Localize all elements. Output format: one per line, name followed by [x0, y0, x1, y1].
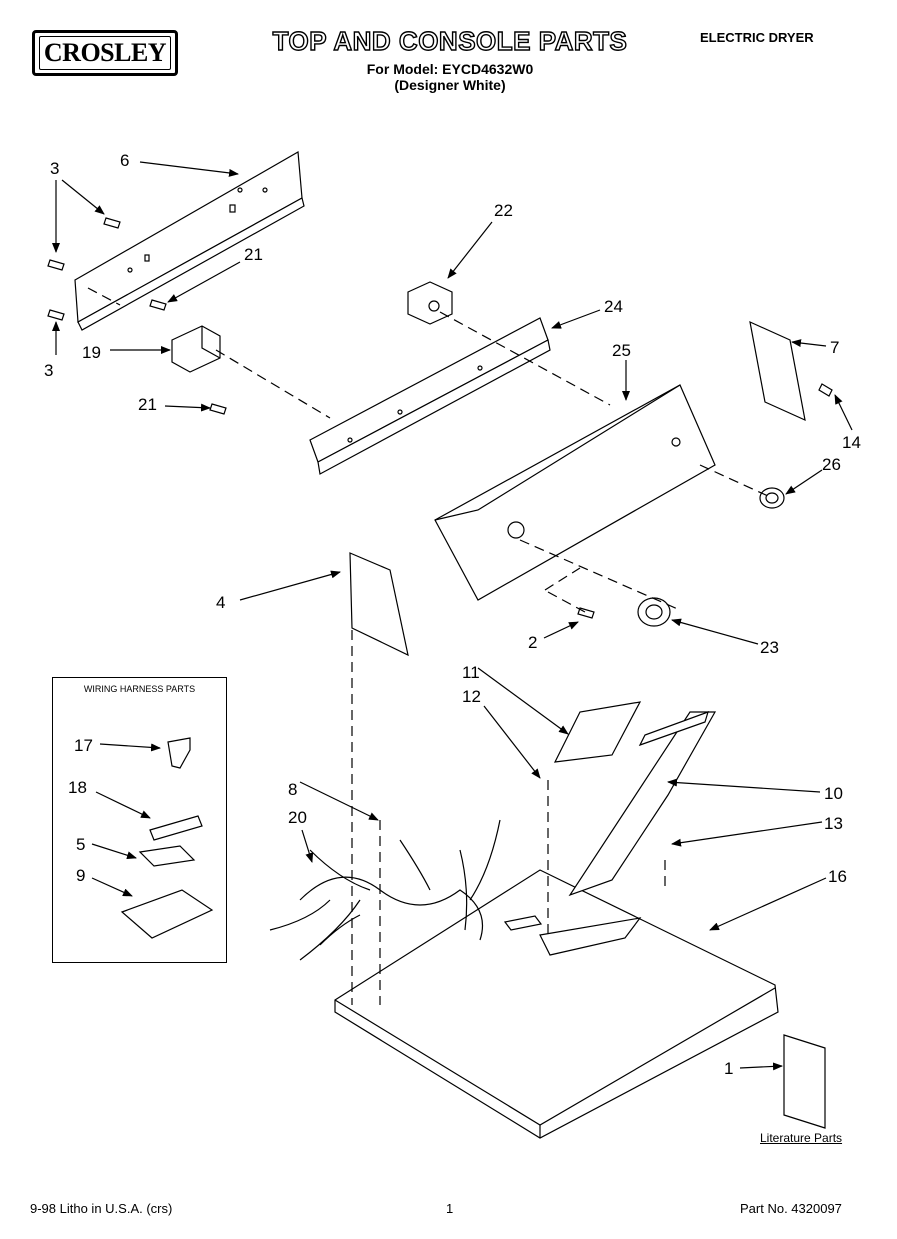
- brand-logo-text: CROSLEY: [38, 36, 172, 70]
- lint-screen-part: [568, 711, 717, 897]
- callout-label: 23: [760, 638, 779, 657]
- callout-label: 7: [830, 338, 839, 357]
- control-bracket-part: [309, 317, 551, 475]
- callout-label: 9: [76, 866, 85, 885]
- callout-label: 1: [724, 1059, 733, 1078]
- callout-label: 4: [216, 593, 225, 612]
- wiring-harness-box: [52, 677, 227, 963]
- console-part: [434, 384, 716, 601]
- callout-leaders: [52, 161, 853, 1071]
- callout-label: 24: [604, 297, 623, 316]
- callout-label: 21: [244, 245, 263, 264]
- console-panel-part: [74, 151, 305, 331]
- harness-box-parts: [120, 737, 214, 939]
- callout-label: 20: [288, 808, 307, 827]
- callout-label: 11: [462, 663, 480, 682]
- model-subtitle: For Model: EYCD4632W0 (Designer White): [300, 61, 600, 93]
- document-type: ELECTRIC DRYER: [700, 30, 814, 45]
- callout-label: 13: [824, 814, 843, 833]
- model-line: For Model: EYCD4632W0: [366, 61, 534, 77]
- dryer-top-part: [334, 869, 779, 1139]
- callout-label: 2: [528, 633, 537, 652]
- knob-parts: [637, 487, 785, 627]
- callout-label: 18: [68, 778, 87, 797]
- assembly-lines: [87, 287, 769, 1005]
- callout-label: 10: [824, 784, 843, 803]
- color-line: (Designer White): [394, 77, 506, 93]
- callout-label: 21: [138, 395, 157, 414]
- callout-labels: 3 6 3 21 19 21 22 24 25 7 14 26 4 2 23 1…: [44, 151, 861, 1078]
- brand-logo: CROSLEY: [32, 30, 178, 76]
- footer-litho: 9-98 Litho in U.S.A. (crs): [30, 1201, 173, 1216]
- literature-parts-label: Literature Parts: [760, 1131, 843, 1145]
- callout-label: 8: [288, 780, 297, 799]
- callout-label: 3: [50, 159, 59, 178]
- callout-label: 25: [612, 341, 631, 360]
- footer-part-number: Part No. 4320097: [740, 1201, 842, 1216]
- timer-part: [407, 281, 453, 325]
- footer-page-number: 1: [446, 1201, 454, 1216]
- callout-label: 22: [494, 201, 513, 220]
- page-title: TOP AND CONSOLE PARTS: [272, 25, 628, 56]
- literature-part: [783, 1034, 826, 1129]
- end-cap-part: [749, 320, 806, 422]
- callout-label: 3: [44, 361, 53, 380]
- cover-panel-part: [349, 552, 409, 657]
- callout-label: 12: [462, 687, 481, 706]
- lint-cover-part: [553, 701, 642, 763]
- callout-label: 5: [76, 835, 85, 854]
- callout-label: 14: [842, 433, 861, 452]
- switch-part: [171, 325, 221, 373]
- wiring-harness-part: [269, 819, 501, 961]
- callout-label: 6: [120, 151, 129, 170]
- wiring-harness-title: WIRING HARNESS PARTS: [83, 684, 196, 694]
- callout-label: 19: [82, 343, 101, 362]
- callout-label: 26: [822, 455, 841, 474]
- callout-label: 17: [74, 736, 93, 755]
- callout-label: 16: [828, 867, 847, 886]
